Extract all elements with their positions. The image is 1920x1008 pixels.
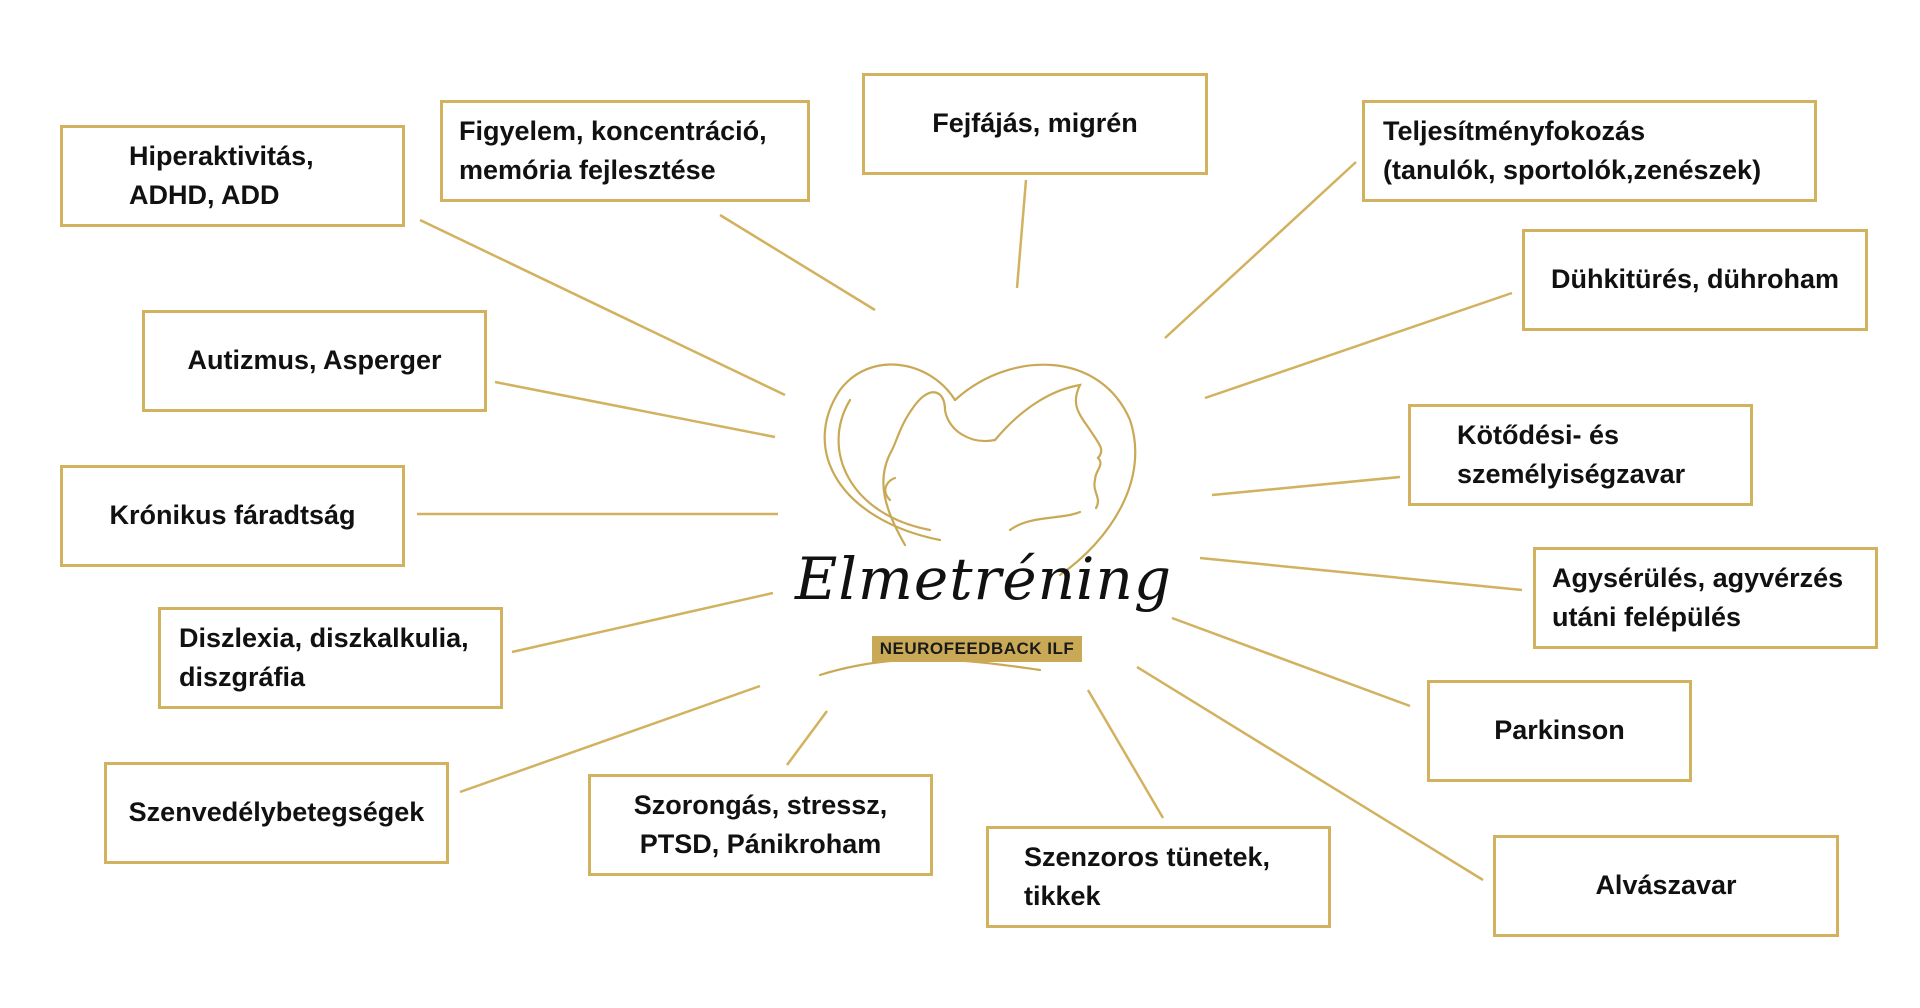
- topic-box-teljesitmeny: Teljesítményfokozás (tanulók, sportolók,…: [1362, 100, 1817, 202]
- connector-fejfajas: [1015, 179, 1028, 289]
- connector-figyelem: [719, 213, 876, 312]
- topic-line: (tanulók, sportolók,zenészek): [1383, 155, 1762, 185]
- topic-box-szorongas: Szorongás, stressz, PTSD, Pánikroham: [588, 774, 933, 876]
- topic-box-kronikus: Krónikus fáradtság: [60, 465, 405, 567]
- topic-box-figyelem: Figyelem, koncentráció, memória fejleszt…: [440, 100, 810, 202]
- connector-dühkitores: [1204, 291, 1513, 400]
- connector-szorongas: [785, 710, 829, 766]
- connector-agyserules: [1199, 556, 1523, 592]
- topic-line: Alvászavar: [1595, 870, 1737, 901]
- topic-box-szenvedely: Szenvedélybetegségek: [104, 762, 449, 864]
- topic-line: tikkek: [1024, 881, 1101, 911]
- connector-autizmus: [494, 380, 776, 439]
- connector-teljesitmeny: [1164, 161, 1357, 339]
- topic-box-parkinson: Parkinson: [1427, 680, 1692, 782]
- topic-line: Dühkitürés, dühroham: [1550, 264, 1840, 295]
- topic-box-hiperaktivitas: Hiperaktivitás, ADHD, ADD: [60, 125, 405, 227]
- topic-box-agyserules: Agysérülés, agyvérzés utáni felépülés: [1533, 547, 1878, 649]
- topic-box-fejfajas: Fejfájás, migrén: [862, 73, 1208, 175]
- topic-line: memória fejlesztése: [459, 155, 716, 185]
- topic-line: Teljesítményfokozás: [1383, 115, 1646, 146]
- topic-line: Parkinson: [1494, 715, 1625, 746]
- connector-diszlexia: [511, 591, 774, 654]
- topic-line: Agysérülés, agyvérzés: [1552, 562, 1844, 593]
- topic-line: Figyelem, koncentráció,: [459, 115, 767, 146]
- topic-line: Szenvedélybetegségek: [128, 797, 425, 828]
- connector-szenvedely: [459, 684, 761, 794]
- topic-line: diszgráfia: [179, 662, 306, 692]
- logo-tagline: NEUROFEEDBACK ILF: [872, 636, 1082, 662]
- topic-line: személyiségzavar: [1457, 459, 1686, 489]
- topic-box-diszlexia: Diszlexia, diszkalkulia, diszgráfia: [158, 607, 503, 709]
- topic-box-dühkitores: Dühkitürés, dühroham: [1522, 229, 1868, 331]
- topic-line: ADHD, ADD: [129, 180, 280, 210]
- topic-line: Autizmus, Asperger: [187, 345, 442, 376]
- topic-line: Fejfájás, migrén: [932, 108, 1138, 139]
- topic-line: Szenzoros tünetek,: [1024, 841, 1271, 872]
- connector-kotodesi: [1211, 475, 1401, 497]
- topic-line: Diszlexia, diszkalkulia,: [179, 622, 469, 653]
- logo-heads-illustration: [818, 363, 1137, 677]
- topic-box-kotodesi: Kötődési- és személyiségzavar: [1408, 404, 1753, 506]
- connector-hiperaktivitas: [419, 218, 786, 397]
- topic-box-alvaszavar: Alvászavar: [1493, 835, 1839, 937]
- topic-box-autizmus: Autizmus, Asperger: [142, 310, 487, 412]
- topic-line: Szorongás, stressz,: [633, 789, 888, 820]
- topic-line: utáni felépülés: [1552, 602, 1742, 632]
- topic-line: Krónikus fáradtság: [109, 500, 356, 531]
- topic-line: Kötődési- és: [1457, 419, 1620, 450]
- connector-parkinson: [1171, 616, 1411, 708]
- connector-alvaszavar: [1136, 665, 1484, 882]
- topic-box-szenzoros: Szenzoros tünetek, tikkek: [986, 826, 1331, 928]
- topic-line: Hiperaktivitás,: [129, 140, 314, 171]
- connector-szenzoros: [1086, 689, 1165, 819]
- topic-line: PTSD, Pánikroham: [639, 829, 882, 859]
- logo-brand-name: Elmetréning: [795, 545, 1172, 613]
